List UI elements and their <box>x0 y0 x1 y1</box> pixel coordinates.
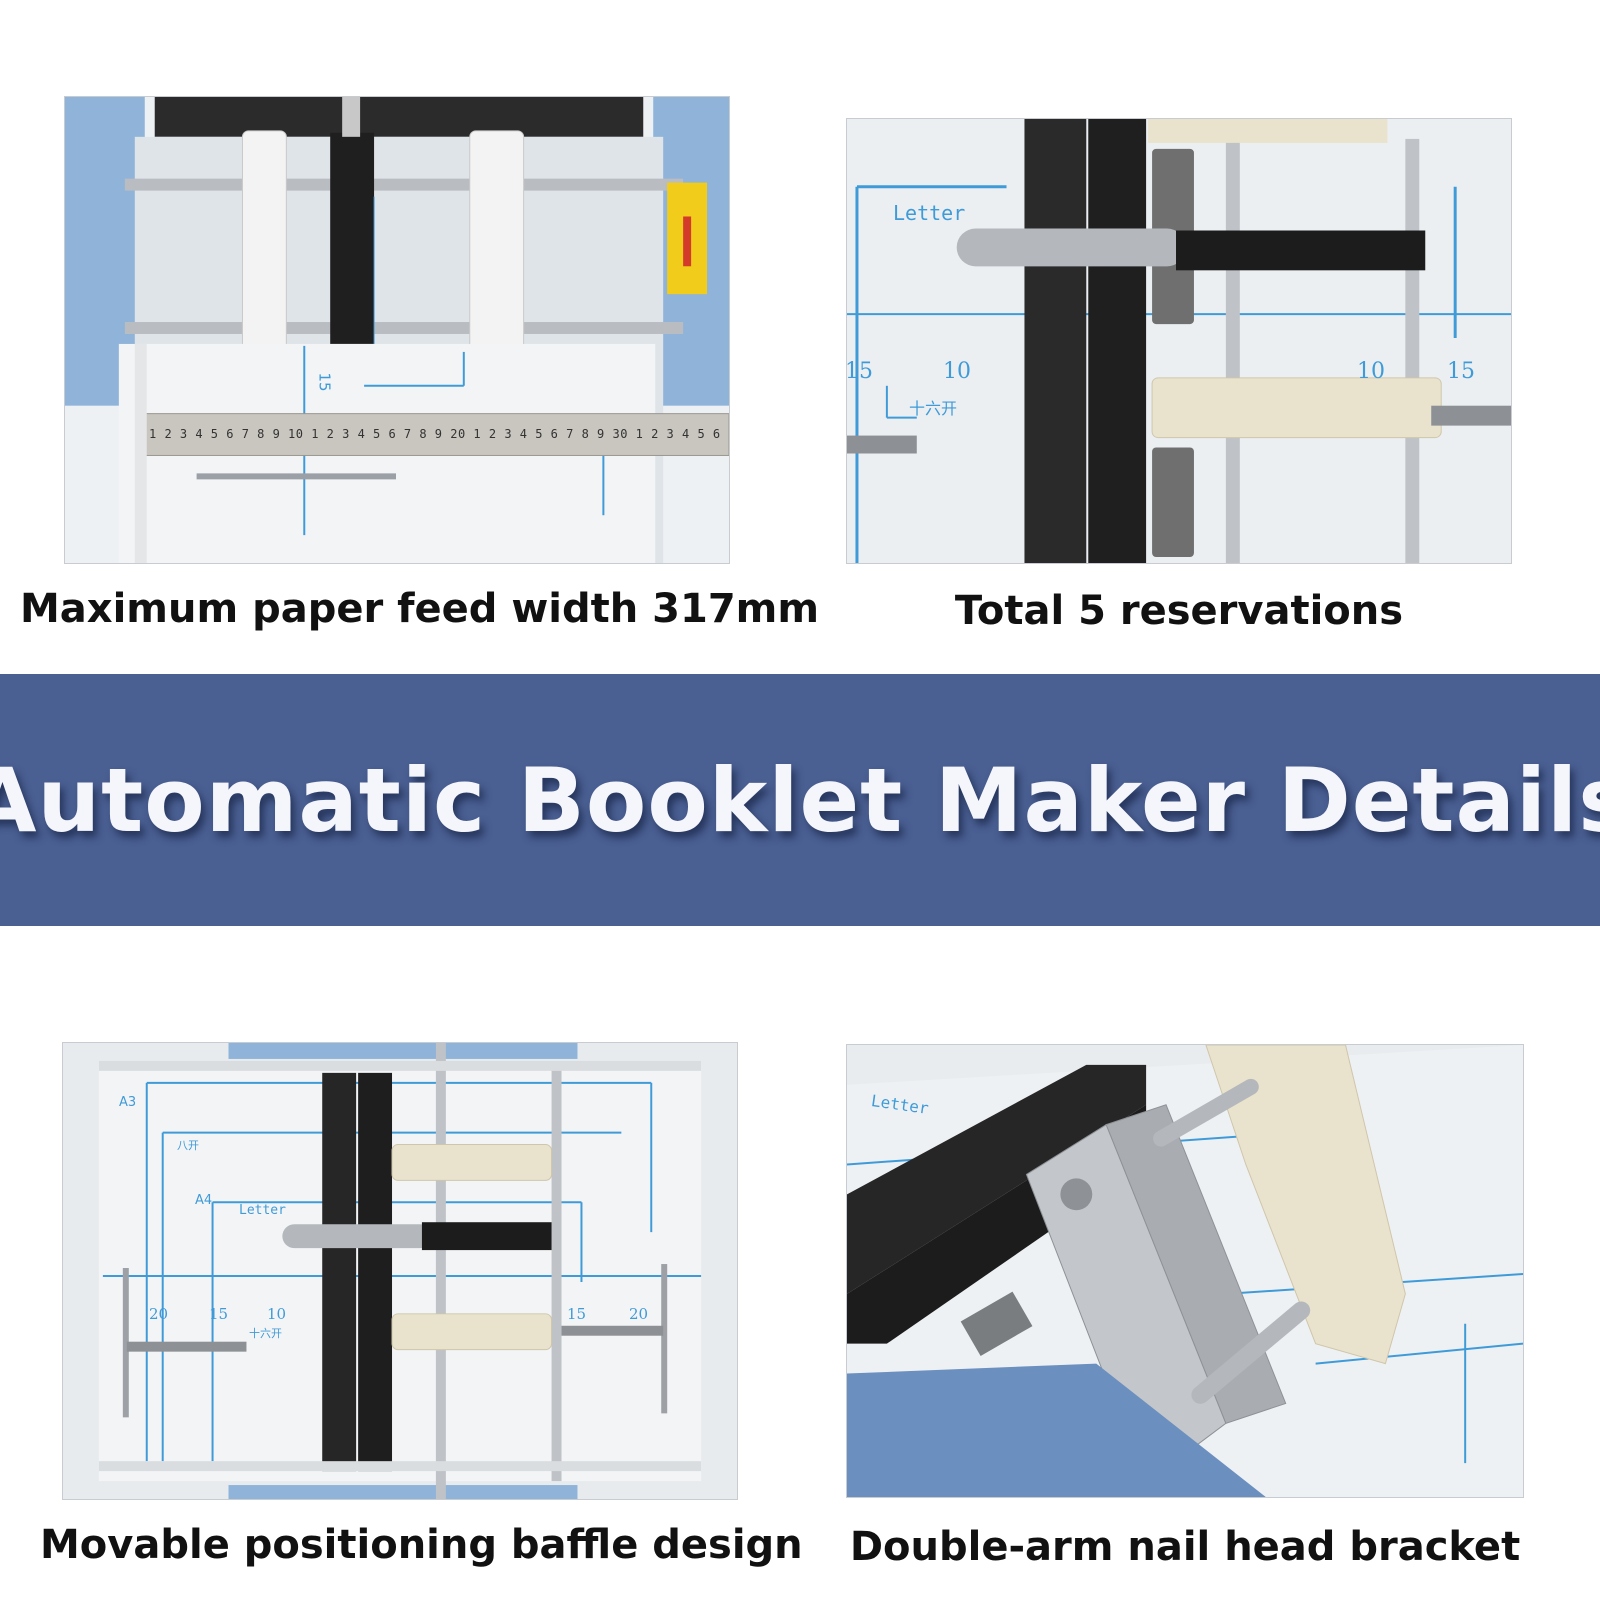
photo-positioning-baffle: A3 八开 A4 Letter 20 15 10 十六开 15 20 <box>62 1042 738 1500</box>
letter-label: Letter <box>893 201 966 225</box>
tray-scale-15: 15 <box>315 372 334 392</box>
scale-10-left-2: 10 <box>267 1305 287 1323</box>
letter-label-2: Letter <box>239 1203 286 1218</box>
photo-nail-head-bracket: Letter <box>846 1044 1524 1498</box>
scale-20-right: 20 <box>629 1305 649 1323</box>
sixteen-open-label: 十六开 <box>909 399 958 418</box>
scale-15-left: 15 <box>846 359 873 384</box>
a3-label: A3 <box>119 1095 137 1110</box>
eight-open-label: 八开 <box>177 1139 199 1152</box>
caption-paper-feed-width: Maximum paper feed width 317mm <box>20 586 820 632</box>
photo-paper-feed-width: 1 2 3 4 5 6 7 8 9 10 1 2 3 4 5 6 7 8 9 2… <box>64 96 730 564</box>
scale-15-right: 15 <box>1447 359 1475 384</box>
scale-10-right: 10 <box>1357 359 1385 384</box>
title-banner: Automatic Booklet Maker Details <box>0 674 1600 926</box>
scale-10-left: 10 <box>943 359 971 384</box>
caption-nail-head-bracket: Double-arm nail head bracket <box>849 1524 1521 1570</box>
caption-positioning-baffle: Movable positioning baffle design <box>40 1522 803 1568</box>
scale-15-right-2: 15 <box>567 1305 587 1323</box>
scale-20-left: 20 <box>149 1305 169 1323</box>
sixteen-open-label-2: 十六开 <box>249 1327 282 1340</box>
a4-label: A4 <box>195 1193 213 1208</box>
ruler-scale-text: 1 2 3 4 5 6 7 8 9 10 1 2 3 4 5 6 7 8 9 2… <box>149 427 730 441</box>
banner-title: Automatic Booklet Maker Details <box>0 748 1600 852</box>
photo-total-reservations: Letter 15 10 10 15 十六开 <box>846 118 1512 564</box>
caption-total-reservations: Total 5 reservations <box>954 588 1404 634</box>
scale-15-left-2: 15 <box>209 1305 229 1323</box>
